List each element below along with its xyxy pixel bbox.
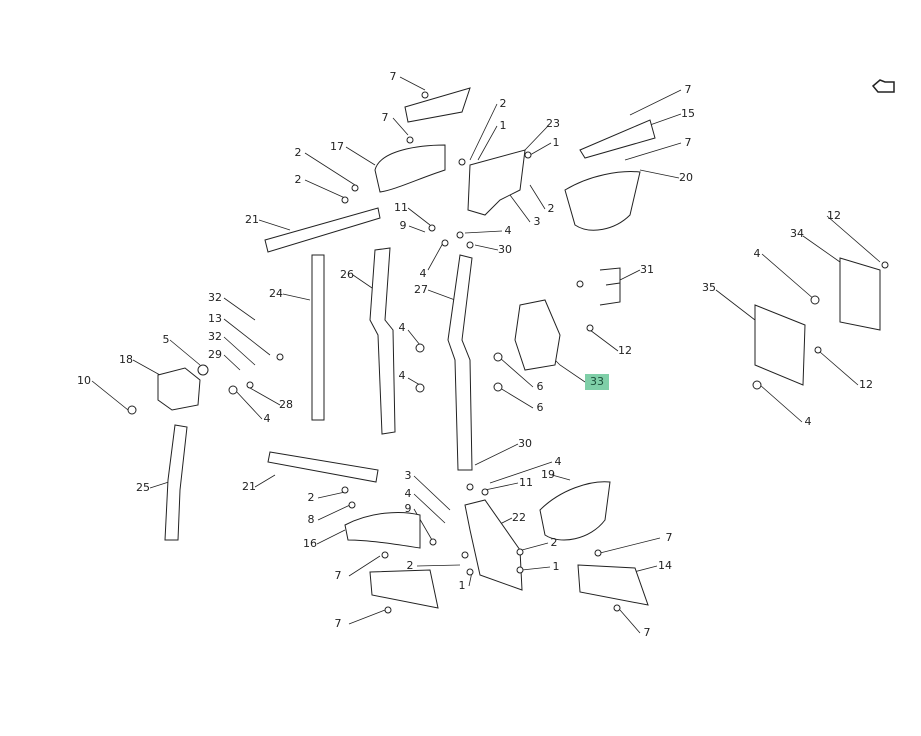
callout-label[interactable]: 2 (294, 146, 302, 159)
callout-label[interactable]: 30 (518, 437, 532, 450)
callout-label[interactable]: 2 (550, 536, 558, 549)
callout-label[interactable]: 7 (334, 569, 342, 582)
callout-label[interactable]: 29 (208, 348, 222, 361)
callout-label[interactable]: 18 (119, 353, 133, 366)
part-21-bar-top (264, 207, 381, 253)
part-18-clamp (157, 367, 201, 411)
callout-label[interactable]: 4 (554, 455, 562, 468)
callout-label[interactable]: 12 (859, 378, 873, 391)
callout-label[interactable]: 30 (498, 243, 512, 256)
back-button[interactable] (870, 76, 896, 96)
callout-label[interactable]: 2 (294, 173, 302, 186)
callout-label[interactable]: 25 (136, 481, 150, 494)
callout-label[interactable]: 20 (679, 171, 693, 184)
callout-label[interactable]: 4 (419, 267, 427, 280)
callout-label[interactable]: 7 (643, 626, 651, 639)
callout-label[interactable]: 1 (552, 136, 560, 149)
callout-label[interactable]: 1 (552, 560, 560, 573)
callout-label[interactable]: 2 (406, 559, 414, 572)
part-34-plate (839, 257, 881, 331)
fasteners (127, 91, 889, 614)
callout-label[interactable]: 31 (640, 263, 654, 276)
callout-label[interactable]: 2 (499, 97, 507, 110)
callout-label[interactable]: 11 (519, 476, 533, 489)
callout-label[interactable]: 16 (303, 537, 317, 550)
part-shin-upper (404, 87, 471, 123)
part-15-shin (579, 119, 656, 159)
callout-label[interactable]: 8 (307, 513, 315, 526)
callout-label[interactable]: 4 (504, 224, 512, 237)
part-27-strip (447, 254, 473, 471)
callout-label[interactable]: 1 (458, 579, 466, 592)
callout-label[interactable]: 9 (399, 219, 407, 232)
part-33-bracket (514, 299, 561, 371)
callout-label[interactable]: 12 (827, 209, 841, 222)
part-24-strip (311, 254, 325, 421)
leader-lines (91, 76, 881, 634)
callout-label[interactable]: 7 (684, 136, 692, 149)
callout-label[interactable]: 22 (512, 511, 526, 524)
callout-label[interactable]: 4 (804, 415, 812, 428)
callout-label[interactable]: 15 (681, 107, 695, 120)
callout-label[interactable]: 7 (684, 83, 692, 96)
callout-label[interactable]: 1 (499, 119, 507, 132)
callout-label[interactable]: 7 (381, 111, 389, 124)
callout-label[interactable]: 23 (546, 117, 560, 130)
part-21-bar-bottom (267, 451, 379, 483)
parts (157, 87, 881, 609)
callout-label[interactable]: 9 (404, 502, 412, 515)
callout-label[interactable]: 2 (547, 202, 555, 215)
callout-label[interactable]: 26 (340, 268, 354, 281)
callout-label[interactable]: 4 (263, 412, 271, 425)
part-17-share (374, 144, 446, 193)
callout-label[interactable]: 32 (208, 291, 222, 304)
part-22-bracket (464, 499, 523, 591)
callout-label[interactable]: 5 (162, 333, 170, 346)
callout-label[interactable]: 21 (242, 480, 256, 493)
callout-label[interactable]: 24 (269, 287, 283, 300)
callout-label[interactable]: 4 (398, 369, 406, 382)
callout-label[interactable]: 6 (536, 380, 544, 393)
callout-label[interactable]: 11 (394, 201, 408, 214)
part-25-strip (164, 424, 188, 541)
callout-label[interactable]: 21 (245, 213, 259, 226)
callout-label[interactable]: 19 (541, 468, 555, 481)
part-26-strip (369, 247, 396, 435)
callout-label[interactable]: 7 (665, 531, 673, 544)
callout-label[interactable]: 3 (533, 215, 541, 228)
callout-label[interactable]: 17 (330, 140, 344, 153)
callout-label[interactable]: 7 (334, 617, 342, 630)
callout-label[interactable]: 32 (208, 330, 222, 343)
callout-label[interactable]: 10 (77, 374, 91, 387)
callout-label[interactable]: 3 (404, 469, 412, 482)
part-23-bracket (467, 149, 526, 216)
callout-label[interactable]: 4 (398, 321, 406, 334)
callout-label[interactable]: 35 (702, 281, 716, 294)
callout-label[interactable]: 28 (279, 398, 293, 411)
back-hand-icon (871, 79, 895, 93)
callout-label[interactable]: 6 (536, 401, 544, 414)
callout-label[interactable]: 14 (658, 559, 672, 572)
callout-label[interactable]: 34 (790, 227, 804, 240)
part-14-shin (577, 564, 649, 606)
part-16-share (344, 511, 421, 549)
callout-label[interactable]: 4 (404, 487, 412, 500)
callout-label[interactable]: 13 (208, 312, 222, 325)
callout-label[interactable]: 4 (753, 247, 761, 260)
callout-label[interactable]: 27 (414, 283, 428, 296)
part-31-ubolt (599, 267, 621, 306)
callout-label[interactable]: 2 (307, 491, 315, 504)
part-20-mouldboard (564, 171, 641, 231)
callout-label[interactable]: 7 (389, 70, 397, 83)
part-shin-lower-left (369, 569, 439, 609)
part-35-plate (754, 304, 806, 386)
part-19-mouldboard (539, 481, 611, 541)
callout-highlighted[interactable]: 33 (585, 374, 609, 390)
callout-label[interactable]: 12 (618, 344, 632, 357)
